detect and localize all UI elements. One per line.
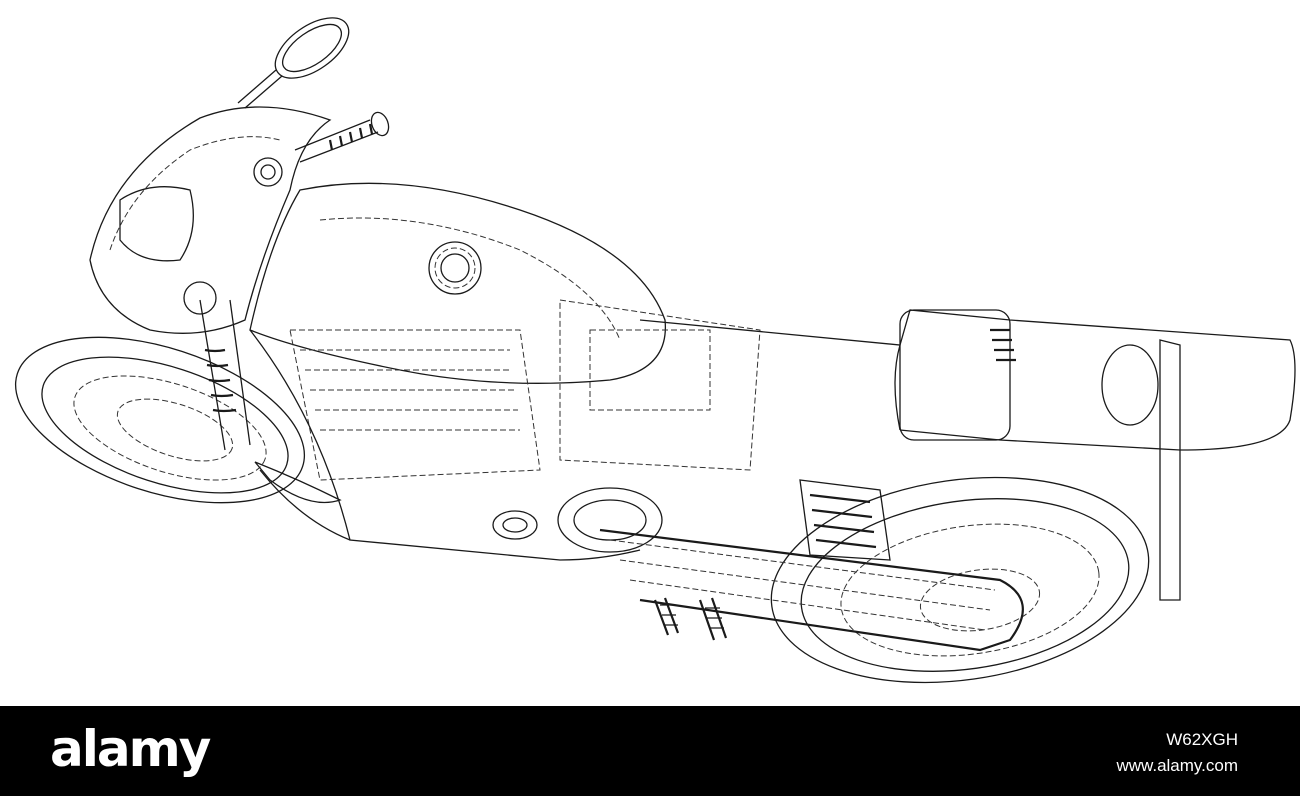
front-fairing: [89, 106, 332, 334]
site-url: www.alamy.com: [1116, 756, 1238, 775]
rear-shock: [799, 479, 891, 561]
motorcycle-wireframe-illustration: [14, 17, 1296, 684]
fuel-tank: [249, 182, 667, 384]
engine-block: [289, 299, 761, 553]
seat-and-tail: [639, 309, 1296, 601]
drive-chain: [599, 528, 1024, 652]
alamy-logo: alamy: [50, 720, 211, 778]
mirror: [237, 17, 350, 109]
rear-wheel: [770, 476, 1150, 684]
handlebar: [294, 111, 390, 163]
watermark-bar: alamy W62XGH www.alamy.com: [0, 706, 1300, 796]
front-wheel: [14, 336, 306, 504]
lower-fairing: [249, 329, 641, 561]
footpegs: [653, 597, 728, 641]
image-id: W62XGH: [1166, 730, 1238, 749]
front-fork: [183, 281, 251, 451]
